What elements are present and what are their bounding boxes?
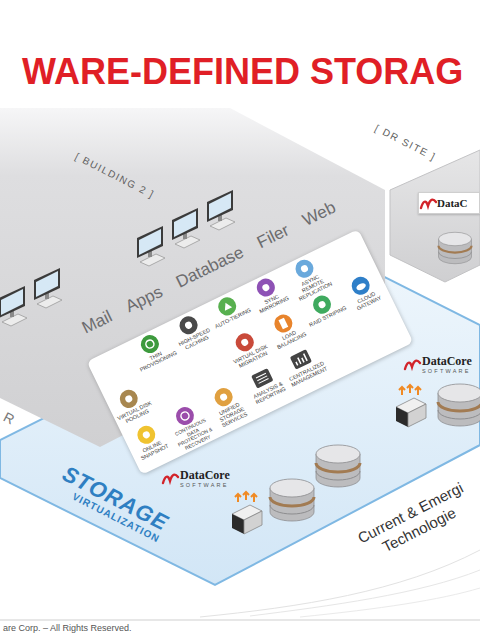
disk-stack bbox=[439, 232, 472, 264]
logo-mark bbox=[405, 361, 420, 369]
feature-slot: RAID STRIPING bbox=[308, 304, 348, 328]
label-group: DataCoreSOFTWARE bbox=[422, 355, 472, 375]
feature-icon bbox=[219, 392, 228, 401]
feature-slot: ANALYSIS & REPORTING bbox=[248, 378, 291, 407]
feature-slot: SYNC MIRRORING bbox=[251, 287, 294, 316]
feature-icon bbox=[124, 394, 133, 403]
feature-slot: ASYNC REMOTE REPLICATION bbox=[290, 268, 336, 303]
feature-slot: ONLINE SNAPSHOT bbox=[132, 435, 175, 464]
workstation-icon bbox=[172, 208, 200, 248]
feature-caption: CLOUD GATEWAY bbox=[346, 286, 389, 315]
feature-icon bbox=[256, 373, 269, 383]
workstation-icon bbox=[34, 268, 62, 308]
workstation-icon bbox=[207, 190, 235, 230]
site-label: [ BUILDING 2 ] bbox=[73, 150, 156, 200]
logo-mark bbox=[163, 475, 178, 483]
feature-caption: CONTINUOUS DATA PROTECTION & RECOVERY bbox=[170, 416, 217, 454]
feature-caption: HIGH-SPEED CACHING bbox=[174, 325, 217, 354]
feature-icon bbox=[278, 318, 288, 330]
layer-outline bbox=[390, 150, 480, 282]
logo-wordmark: DataC bbox=[437, 197, 476, 209]
feature-icon bbox=[145, 339, 156, 350]
label-group: are Corp. – All Rights Reserved. bbox=[3, 623, 132, 633]
label-group: Current & Emergi Technologie bbox=[352, 477, 478, 566]
feature-slot: AUTO-TIERING bbox=[213, 306, 253, 330]
footer-rule bbox=[0, 620, 480, 621]
disk-stack bbox=[438, 384, 480, 426]
feature-caption: UNIFIED STORAGE SERVICES bbox=[209, 397, 255, 432]
feature-caption: CENTRALIZED MANAGEMENT bbox=[286, 359, 329, 388]
decor-curve bbox=[250, 570, 480, 616]
logo-mark bbox=[421, 200, 436, 208]
label-group: DataCoreSOFTWARE bbox=[180, 469, 230, 489]
title-group: WARE-DEFINED STORAG bbox=[22, 52, 463, 92]
feature-caption: ASYNC REMOTE REPLICATION bbox=[290, 268, 336, 303]
text-group: STORAGEVIRTUALIZATION bbox=[53, 461, 172, 545]
layer-outline bbox=[0, 108, 385, 447]
feature-slot: CENTRALIZED MANAGEMENT bbox=[286, 359, 329, 388]
logo-tagline: SOFTWARE bbox=[422, 368, 472, 375]
feature-slot: LOAD BALANCING bbox=[269, 323, 312, 352]
dr-site-layer: [ DR SITE ]DataC bbox=[390, 150, 480, 282]
feature-icon bbox=[142, 430, 151, 439]
label-group: MailAppsDatabaseFilerWeb bbox=[79, 198, 339, 338]
decor-curve bbox=[200, 550, 480, 617]
feature-icon bbox=[180, 411, 191, 422]
feature-icon bbox=[184, 321, 193, 330]
feature-slot: CLOUD GATEWAY bbox=[346, 286, 389, 315]
feature-slot: VIRTUAL DISK MIGRATION bbox=[230, 342, 273, 371]
feature-icon bbox=[317, 300, 326, 309]
label-group: R bbox=[1, 409, 17, 428]
layer-outline bbox=[0, 262, 480, 585]
feature-caption: SYNC MIRRORING bbox=[251, 287, 294, 316]
logo-wordmark: DataCore bbox=[422, 355, 472, 368]
feature-caption: LOAD BALANCING bbox=[269, 323, 312, 352]
technology-note: Current & Emergi Technologie bbox=[352, 477, 478, 566]
application-name: Database bbox=[173, 243, 247, 292]
layer-shape bbox=[390, 150, 480, 282]
feature-icon bbox=[300, 264, 309, 273]
application-name: Filer bbox=[254, 220, 292, 252]
disk-stack bbox=[270, 479, 314, 521]
feature-icon bbox=[355, 282, 367, 292]
application-name: Mail bbox=[79, 307, 116, 338]
feature-slot: HIGH-SPEED CACHING bbox=[174, 325, 217, 354]
logo-wordmark: DataCore bbox=[180, 469, 230, 482]
appliance-box: DataC bbox=[418, 192, 480, 214]
site-label: [ DR SITE ] bbox=[373, 122, 438, 162]
feature-caption: VIRTUAL DISK POOLING bbox=[114, 399, 157, 428]
feature-slot: THIN PROVISIONING bbox=[135, 344, 178, 373]
workstation-icon bbox=[0, 286, 27, 326]
feature-caption: AUTO-TIERING bbox=[213, 306, 253, 330]
feature-icon bbox=[240, 338, 249, 347]
feature-slot: VIRTUAL DISK POOLING bbox=[114, 399, 157, 428]
text-group: [ BUILDING 2 ] bbox=[73, 150, 156, 200]
feature-caption: THIN PROVISIONING bbox=[135, 344, 178, 373]
disk-stack bbox=[316, 445, 360, 487]
workstation-icon bbox=[137, 226, 165, 266]
application-name: Web bbox=[299, 198, 339, 231]
feature-slot: CONTINUOUS DATA PROTECTION & RECOVERY bbox=[170, 416, 217, 454]
feature-caption: VIRTUAL DISK MIGRATION bbox=[230, 342, 273, 371]
server-appliance bbox=[232, 492, 262, 534]
decor-curve bbox=[300, 588, 480, 617]
copyright-footer: are Corp. – All Rights Reserved. bbox=[3, 623, 132, 633]
feature-caption: ONLINE SNAPSHOT bbox=[132, 435, 175, 464]
feature-icon bbox=[261, 283, 270, 292]
feature-caption: ANALYSIS & REPORTING bbox=[248, 378, 291, 407]
feature-icon bbox=[294, 354, 307, 366]
feature-icon bbox=[222, 301, 232, 311]
application-name: Apps bbox=[123, 282, 166, 317]
slide-title: WARE-DEFINED STORAG bbox=[22, 52, 463, 92]
feature-slot: UNIFIED STORAGE SERVICES bbox=[209, 397, 255, 432]
logo-tagline: SOFTWARE bbox=[180, 482, 230, 489]
feature-panel: THIN PROVISIONINGHIGH-SPEED CACHINGAUTO-… bbox=[87, 229, 414, 475]
cropped-label: R bbox=[1, 409, 17, 428]
server-appliance bbox=[396, 385, 426, 427]
text-group: [ DR SITE ] bbox=[373, 122, 438, 162]
feature-caption: RAID STRIPING bbox=[308, 304, 348, 328]
